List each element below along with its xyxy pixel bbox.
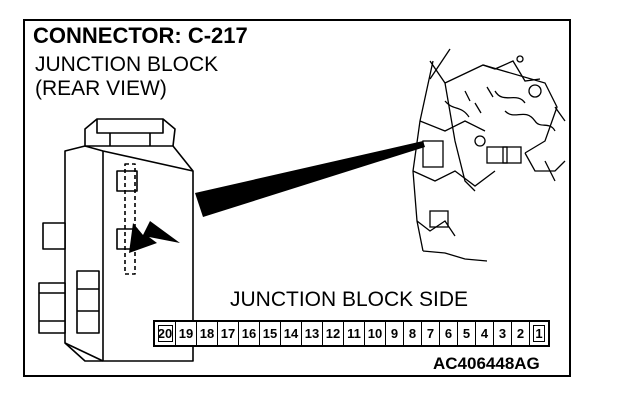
pin-20: 20 xyxy=(155,322,176,345)
pin-13: 13 xyxy=(302,322,323,345)
pin-12: 12 xyxy=(323,322,344,345)
figure-code: AC406448AG xyxy=(433,354,540,373)
dashboard-wiring-drawing-icon xyxy=(412,48,566,262)
pin-4: 4 xyxy=(476,322,494,345)
pin-7: 7 xyxy=(422,322,440,345)
pin-18: 18 xyxy=(197,322,218,345)
pin-11: 11 xyxy=(344,322,365,345)
subtitle-line-2: (REAR VIEW) xyxy=(35,77,167,100)
pin-16: 16 xyxy=(239,322,260,345)
junction-block-drawing-icon xyxy=(38,48,566,362)
pointer-arrow-icon xyxy=(195,141,425,217)
callout-arrow-icon xyxy=(129,221,180,253)
subtitle-line-1: JUNCTION BLOCK xyxy=(35,53,219,76)
pin-6: 6 xyxy=(440,322,458,345)
pin-2: 2 xyxy=(512,322,530,345)
pin-19: 19 xyxy=(176,322,197,345)
pin-9: 9 xyxy=(386,322,404,345)
pin-3: 3 xyxy=(494,322,512,345)
pin-10: 10 xyxy=(365,322,386,345)
diagram-frame: CONNECTOR: C-217 JUNCTION BLOCK (REAR VI… xyxy=(23,19,571,377)
pin-5: 5 xyxy=(458,322,476,345)
pin-8: 8 xyxy=(404,322,422,345)
pin-1: 1 xyxy=(530,322,548,345)
pin-17: 17 xyxy=(218,322,239,345)
pin-14: 14 xyxy=(281,322,302,345)
junction-block-side-label: JUNCTION BLOCK SIDE xyxy=(230,288,469,311)
connector-title: CONNECTOR: C-217 xyxy=(33,23,248,48)
pin-15: 15 xyxy=(260,322,281,345)
